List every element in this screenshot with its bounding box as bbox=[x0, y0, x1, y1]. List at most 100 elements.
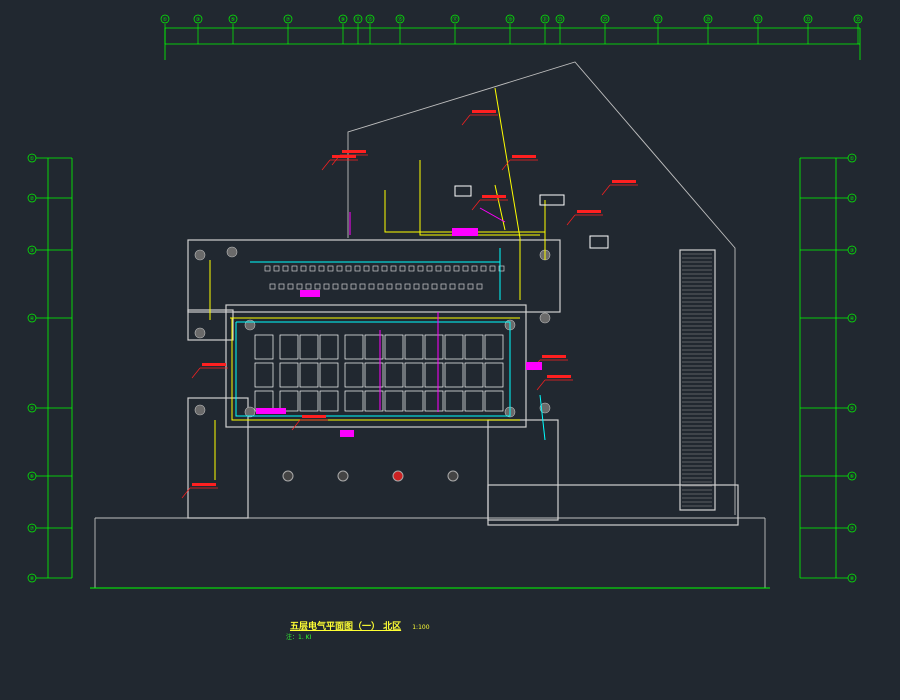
axis-bubble bbox=[395, 14, 405, 24]
notes-heading: 注：1. KI bbox=[286, 634, 312, 641]
axis-bubble bbox=[505, 14, 515, 24]
axis-bubble bbox=[540, 14, 550, 24]
axis-label: ⑧ bbox=[30, 576, 35, 582]
axis-bubble bbox=[27, 523, 37, 533]
axis-label: ㉝ bbox=[805, 16, 810, 23]
shaft-room bbox=[299, 390, 319, 412]
column-marker bbox=[244, 406, 256, 418]
shaft-room bbox=[404, 390, 424, 412]
axis-bubble bbox=[555, 14, 565, 24]
shaft-room bbox=[344, 390, 364, 412]
axis-bubble bbox=[847, 193, 857, 203]
shaft-room bbox=[444, 390, 464, 412]
axis-bubble bbox=[847, 403, 857, 413]
axis-bubble bbox=[228, 14, 238, 24]
callout-text-mark bbox=[542, 355, 566, 358]
shaft-room bbox=[279, 390, 299, 412]
axis-label: ④ bbox=[850, 316, 855, 322]
axis-bubble bbox=[847, 471, 857, 481]
shaft-room bbox=[404, 362, 424, 388]
axis-label: ① bbox=[850, 156, 855, 162]
shaft-room bbox=[319, 334, 339, 360]
drawing-scale: 1:100 bbox=[412, 624, 430, 631]
axis-label: ⑧ bbox=[850, 576, 855, 582]
callout-text-mark bbox=[342, 150, 366, 153]
shaft-room bbox=[344, 334, 364, 360]
axis-label: ㉟ bbox=[855, 16, 860, 23]
axis-bubble bbox=[193, 14, 203, 24]
shaft-room bbox=[424, 362, 444, 388]
drawing-title-block: 五层电气平面图（一） 北区 1:100 bbox=[290, 614, 430, 633]
shaft-room bbox=[444, 362, 464, 388]
shaft-room bbox=[424, 334, 444, 360]
axis-bubble bbox=[338, 14, 348, 24]
axis-label: ㉛ bbox=[755, 16, 760, 23]
axis-label: ㉗ bbox=[655, 16, 660, 23]
axis-bubble bbox=[653, 14, 663, 24]
core-rooms bbox=[254, 265, 505, 412]
axis-bubble bbox=[803, 14, 813, 24]
axis-label: ⑦ bbox=[30, 526, 35, 532]
callout-text-mark bbox=[332, 155, 356, 158]
axis-label: ㉑ bbox=[542, 16, 547, 23]
axis-bubble bbox=[847, 573, 857, 583]
callout-text-mark bbox=[482, 195, 506, 198]
shaft-room bbox=[364, 362, 384, 388]
callout-text-mark bbox=[577, 210, 601, 213]
shaft-room bbox=[279, 362, 299, 388]
axis-bubble bbox=[27, 193, 37, 203]
drawing-title: 五层电气平面图（一） 北区 bbox=[290, 622, 402, 632]
shaft-room bbox=[424, 390, 444, 412]
top-dimension-band bbox=[164, 27, 861, 60]
shaft-room bbox=[464, 334, 484, 360]
shaft-room bbox=[384, 334, 404, 360]
axis-label: ③ bbox=[30, 248, 34, 254]
shaft-room bbox=[319, 362, 339, 388]
right-axis-lines bbox=[799, 158, 837, 578]
axis-bubble bbox=[27, 573, 37, 583]
callout-text-mark bbox=[547, 375, 571, 378]
column-marker bbox=[194, 404, 206, 416]
axis-bubble bbox=[600, 14, 610, 24]
shaft-room bbox=[384, 390, 404, 412]
axis-label: ⑦ bbox=[850, 526, 855, 532]
axis-label: ② bbox=[850, 196, 855, 202]
column-marker bbox=[539, 312, 551, 324]
axis-bubble bbox=[353, 14, 363, 24]
axis-label: ① bbox=[163, 17, 168, 23]
axis-bubble bbox=[847, 313, 857, 323]
axis-label: ⑤ bbox=[30, 406, 34, 412]
callout-text-mark bbox=[512, 155, 536, 158]
axis-bubble bbox=[27, 313, 37, 323]
callout-text-mark bbox=[192, 483, 216, 486]
shaft-room bbox=[319, 390, 339, 412]
axis-label: ㉓ bbox=[557, 16, 562, 23]
axis-bubble bbox=[283, 14, 293, 24]
axis-label: ② bbox=[30, 196, 35, 202]
axis-bubble bbox=[160, 14, 170, 24]
shaft-room bbox=[344, 362, 364, 388]
axis-bubble bbox=[27, 403, 37, 413]
callout-text-mark bbox=[472, 110, 496, 113]
structural-columns bbox=[194, 246, 551, 418]
shaft-room bbox=[254, 362, 274, 388]
column-marker bbox=[539, 402, 551, 414]
axis-label: ⑰ bbox=[452, 16, 457, 23]
callout-text-mark bbox=[302, 415, 326, 418]
shaft-room bbox=[254, 334, 274, 360]
shaft-room bbox=[364, 390, 384, 412]
axis-label: ⑬ bbox=[367, 16, 372, 23]
axis-label: ④ bbox=[30, 316, 35, 322]
axis-label: ⑪ bbox=[355, 16, 360, 23]
column-marker bbox=[226, 246, 238, 258]
axis-label: ⑥ bbox=[30, 474, 35, 480]
axis-bubble bbox=[703, 14, 713, 24]
callout-text-mark bbox=[202, 363, 226, 366]
circuit-callouts bbox=[181, 110, 638, 499]
callout-text-mark bbox=[612, 180, 636, 183]
shaft-room bbox=[464, 390, 484, 412]
axis-label: ③ bbox=[196, 17, 200, 23]
axis-label: ㉕ bbox=[602, 16, 607, 23]
